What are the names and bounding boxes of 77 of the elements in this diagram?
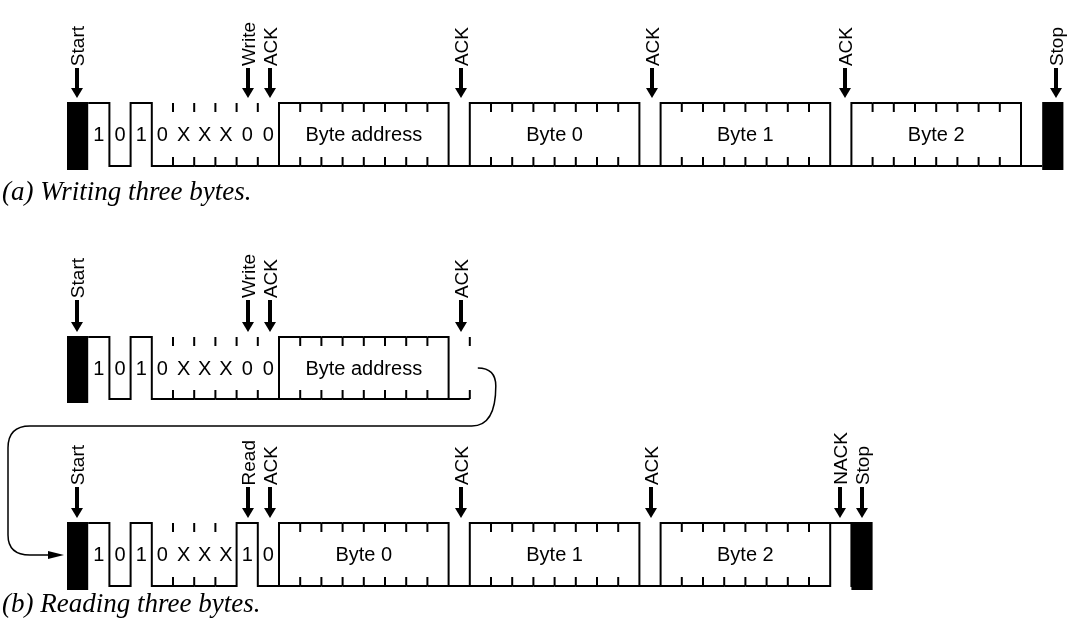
arrow bbox=[856, 487, 868, 518]
arrow bbox=[645, 487, 657, 518]
signal-marker-label: Start bbox=[66, 444, 88, 485]
bit-value: 0 bbox=[240, 122, 254, 146]
signal-marker-label: ACK bbox=[259, 445, 281, 485]
byte-label: Byte 2 bbox=[716, 542, 775, 566]
signal-marker-label: ACK bbox=[450, 445, 472, 485]
figure-caption: (b) Reading three bytes. bbox=[2, 588, 261, 619]
signal-marker-label: Write bbox=[237, 22, 259, 66]
bit-value: 1 bbox=[134, 122, 148, 146]
bit-value: 0 bbox=[113, 542, 127, 566]
signal-marker-label: ACK bbox=[450, 26, 472, 66]
bit-value: 0 bbox=[240, 355, 254, 380]
bit-value: 0 bbox=[155, 355, 169, 380]
arrow bbox=[1050, 68, 1062, 98]
signal-marker-label: Write bbox=[237, 254, 259, 298]
signal-marker-label: Start bbox=[66, 257, 88, 298]
arrow bbox=[7, 367, 497, 559]
bit-value: 1 bbox=[240, 542, 254, 566]
arrow bbox=[455, 68, 467, 98]
signal-marker-label: ACK bbox=[640, 445, 662, 485]
bit-value: 1 bbox=[92, 122, 106, 146]
bit-value: 0 bbox=[113, 122, 127, 146]
arrow bbox=[264, 487, 276, 518]
bit-value: X bbox=[197, 355, 213, 380]
byte-label: Byte 1 bbox=[525, 542, 584, 566]
bit-value: X bbox=[197, 122, 213, 146]
arrow bbox=[71, 300, 83, 332]
bit-value: 0 bbox=[261, 542, 275, 566]
bit-value: X bbox=[218, 355, 234, 380]
arrow bbox=[71, 68, 83, 98]
bit-value: X bbox=[175, 122, 192, 146]
bit-value: 1 bbox=[134, 542, 148, 566]
signal-marker-label: ACK bbox=[450, 258, 472, 298]
signal-marker-label: Stop bbox=[1045, 26, 1067, 66]
arrow bbox=[264, 300, 276, 332]
signal-marker-label: Stop bbox=[851, 445, 873, 485]
bit-value: X bbox=[175, 542, 192, 566]
byte-label: Byte address bbox=[304, 122, 424, 146]
bit-value: 1 bbox=[92, 542, 106, 566]
signal-marker-label: ACK bbox=[259, 26, 281, 66]
arrow bbox=[455, 300, 467, 332]
bit-value: X bbox=[218, 122, 234, 146]
bit-value: 0 bbox=[261, 355, 275, 380]
bit-value: 1 bbox=[134, 355, 148, 380]
signal-marker-label: ACK bbox=[641, 26, 663, 66]
arrow bbox=[839, 68, 851, 98]
signal-marker-label: ACK bbox=[834, 26, 856, 66]
bit-value: X bbox=[175, 355, 192, 380]
bit-value: 0 bbox=[261, 122, 275, 146]
bit-value: 0 bbox=[113, 355, 127, 380]
signal-waveform bbox=[67, 102, 1064, 170]
arrow bbox=[455, 487, 467, 518]
byte-label: Byte address bbox=[304, 355, 424, 380]
arrow bbox=[242, 487, 254, 518]
arrow bbox=[242, 300, 254, 332]
byte-label: Byte 0 bbox=[525, 122, 584, 146]
signal-waveform bbox=[67, 522, 873, 590]
signal-marker-label: Read bbox=[237, 439, 259, 485]
arrow bbox=[242, 68, 254, 98]
bit-value: 0 bbox=[155, 542, 169, 566]
bit-value: 1 bbox=[92, 355, 106, 380]
byte-label: Byte 2 bbox=[906, 122, 966, 146]
signal-marker-label: ACK bbox=[259, 258, 281, 298]
signal-waveform bbox=[67, 336, 470, 403]
bit-value: X bbox=[218, 542, 234, 566]
arrow bbox=[264, 68, 276, 98]
signal-marker-label: NACK bbox=[829, 432, 851, 485]
byte-label: Byte 0 bbox=[334, 542, 394, 566]
signal-marker-label: Start bbox=[66, 25, 88, 66]
arrow bbox=[646, 68, 658, 98]
bit-value: X bbox=[197, 542, 213, 566]
bit-value: 0 bbox=[155, 122, 169, 146]
byte-label: Byte 1 bbox=[716, 122, 775, 146]
arrow bbox=[834, 487, 846, 518]
arrow bbox=[71, 487, 83, 518]
figure-caption: (a) Writing three bytes. bbox=[2, 176, 252, 207]
